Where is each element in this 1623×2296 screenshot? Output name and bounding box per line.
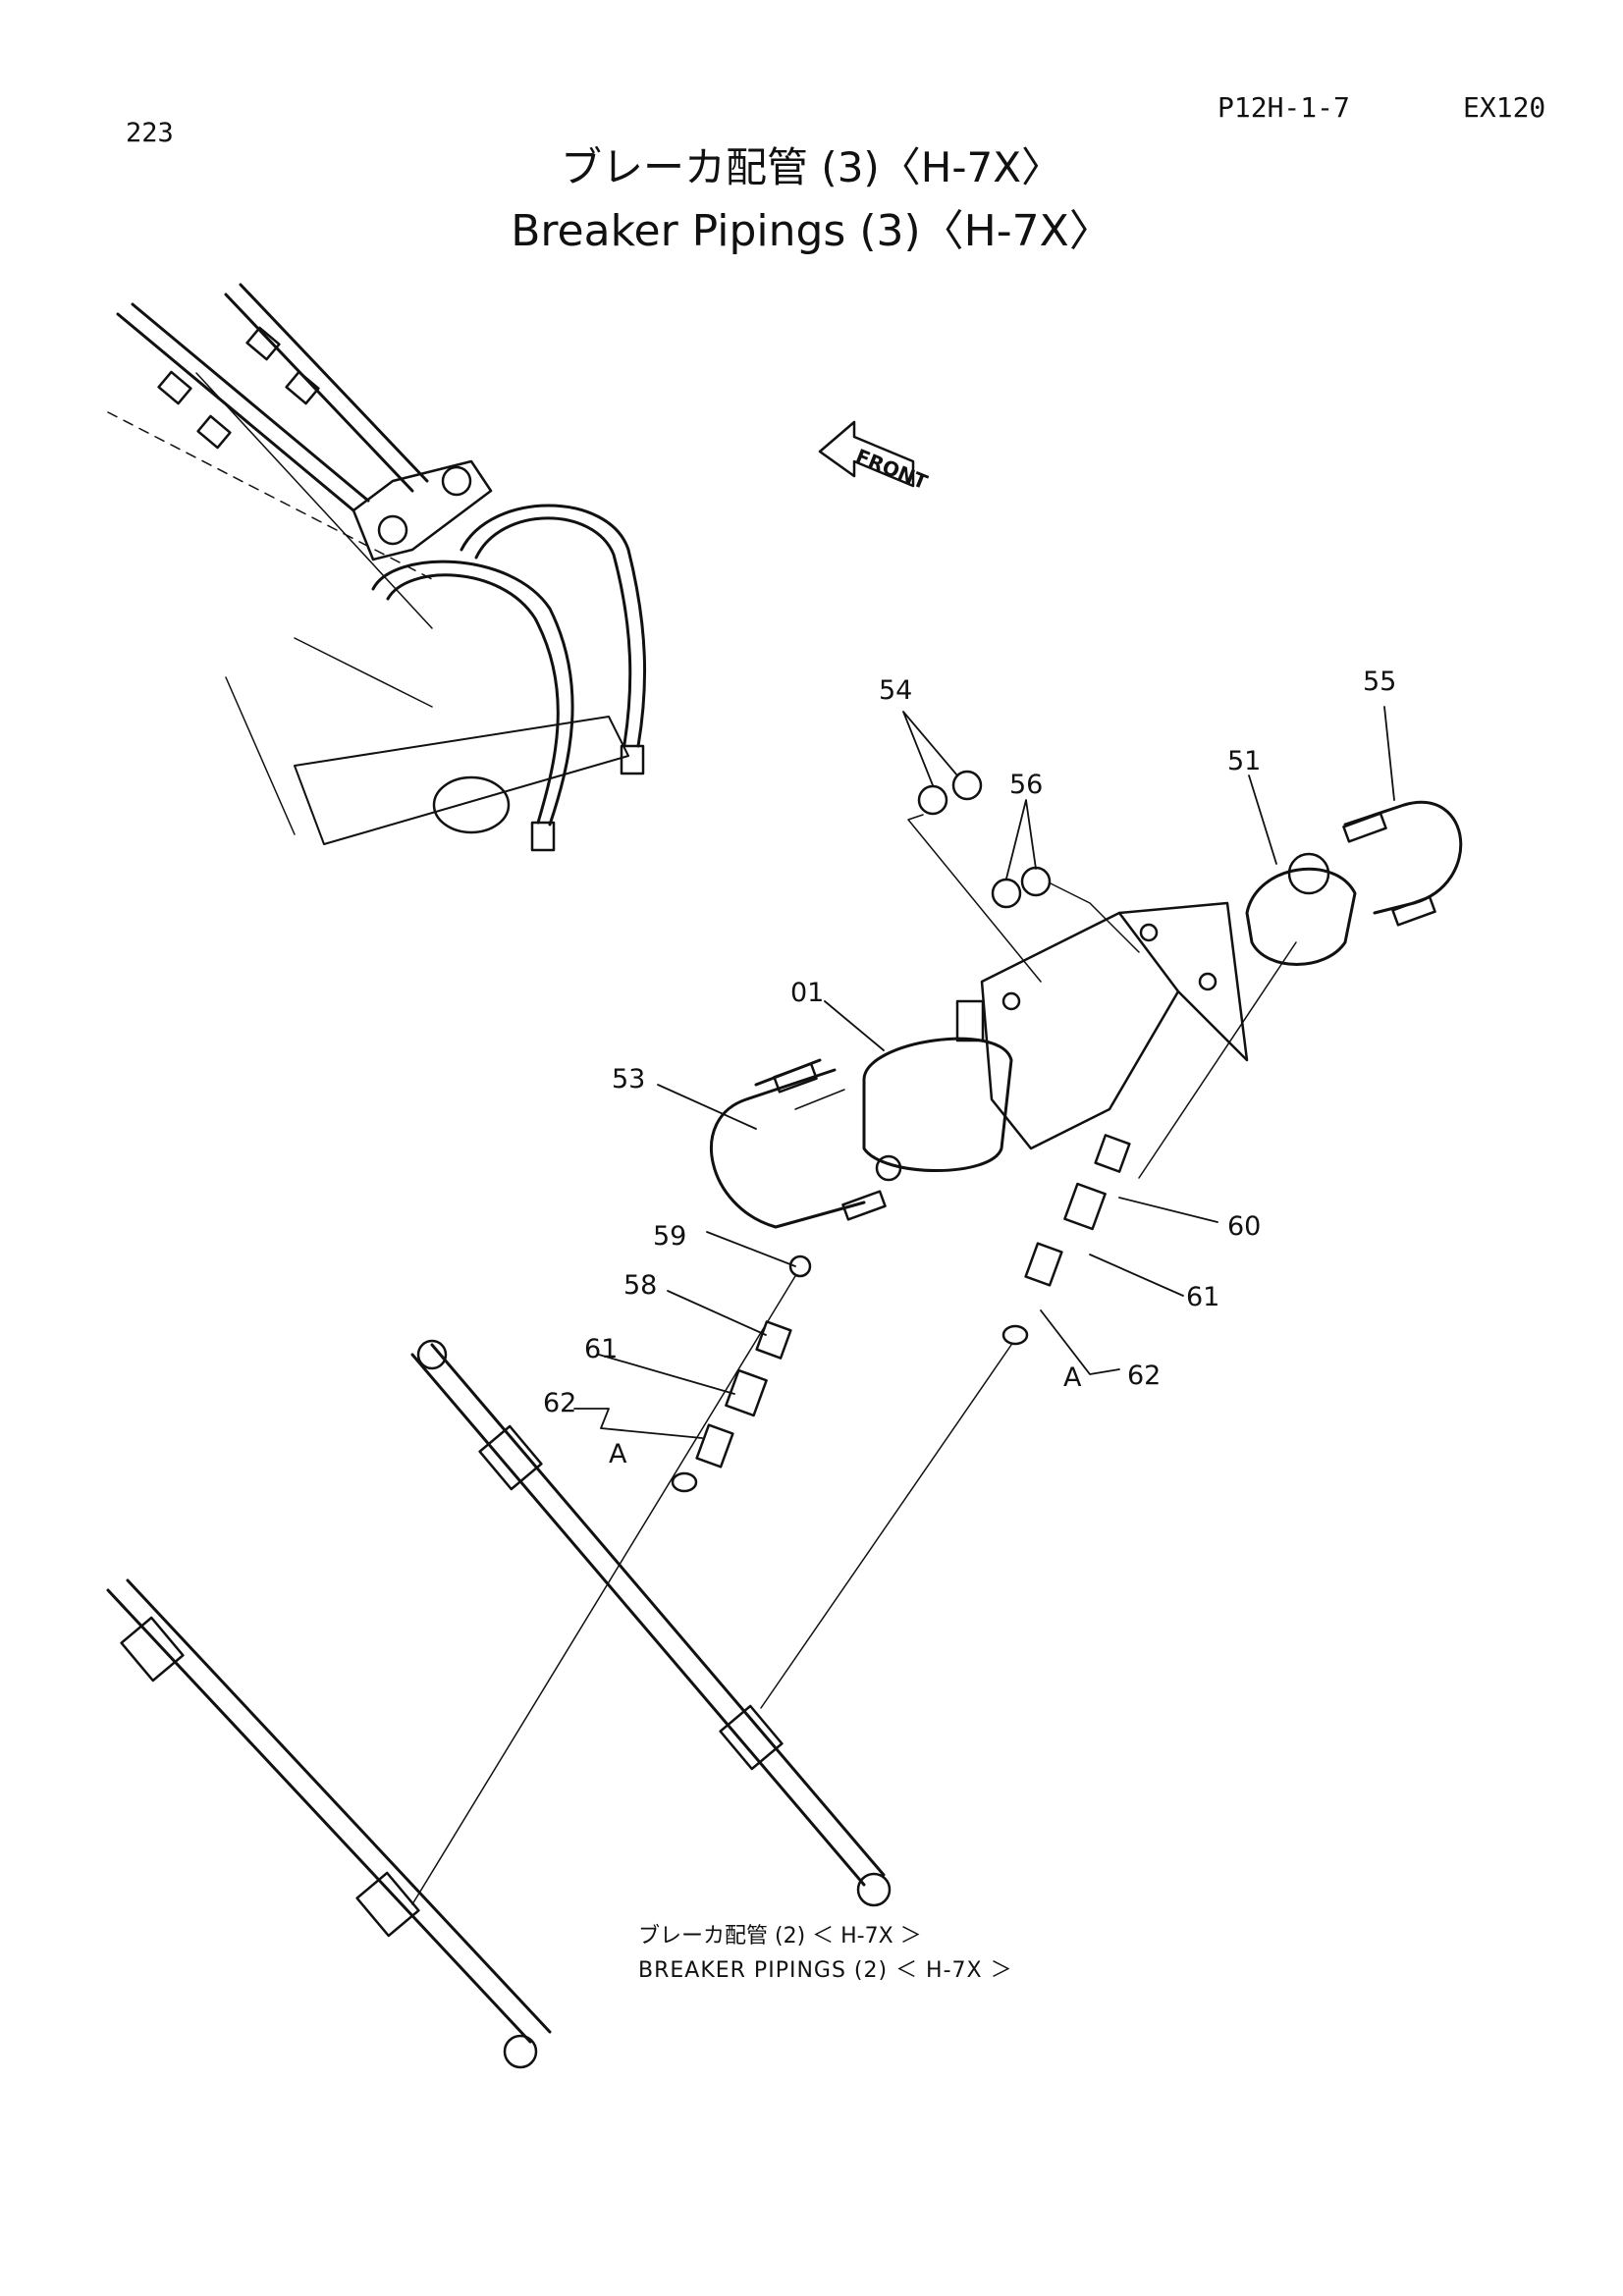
- fittings-right: [760, 1134, 1131, 1709]
- document-code: P12H-1-7: [1217, 91, 1350, 124]
- callout-59: 59: [653, 1221, 686, 1252]
- callout-60: 60: [1227, 1211, 1261, 1242]
- reference-note-japanese: ブレーカ配管 (2) ＜ H-7X ＞: [638, 1924, 922, 1949]
- accumulator-01: [862, 999, 1013, 1182]
- callout-A-left: A: [609, 1439, 627, 1469]
- callout-leaders: [573, 706, 1395, 1439]
- page-number: 223: [126, 118, 174, 148]
- breaker-pipes-lower: [106, 1339, 892, 2069]
- front-direction-arrow: FRONT: [818, 420, 931, 494]
- callout-A-right: A: [1063, 1362, 1082, 1393]
- callout-61-left: 61: [584, 1334, 618, 1364]
- callout-61-right: 61: [1186, 1282, 1219, 1312]
- callout-55: 55: [1363, 667, 1396, 697]
- callout-62-right: 62: [1127, 1361, 1161, 1391]
- accumulator-51: [1245, 852, 1357, 966]
- page-title-japanese: ブレーカ配管 (3)〈H-7X〉: [560, 143, 1063, 191]
- boom-assembly: [107, 283, 647, 852]
- callout-58: 58: [623, 1270, 657, 1301]
- accumulator-assembly: [710, 770, 1463, 1229]
- fittings-left: [411, 1255, 812, 1905]
- callout-51: 51: [1227, 746, 1261, 776]
- callout-01: 01: [790, 978, 824, 1008]
- callout-54: 54: [879, 675, 912, 706]
- model-code: EX120: [1463, 91, 1546, 124]
- reference-note-english: BREAKER PIPINGS (2) ＜ H-7X ＞: [638, 1958, 1013, 1983]
- page-title-english: Breaker Pipings (3)〈H-7X〉: [511, 206, 1112, 256]
- callout-62-left: 62: [543, 1388, 576, 1418]
- callout-53: 53: [612, 1064, 645, 1095]
- callout-56: 56: [1009, 770, 1043, 800]
